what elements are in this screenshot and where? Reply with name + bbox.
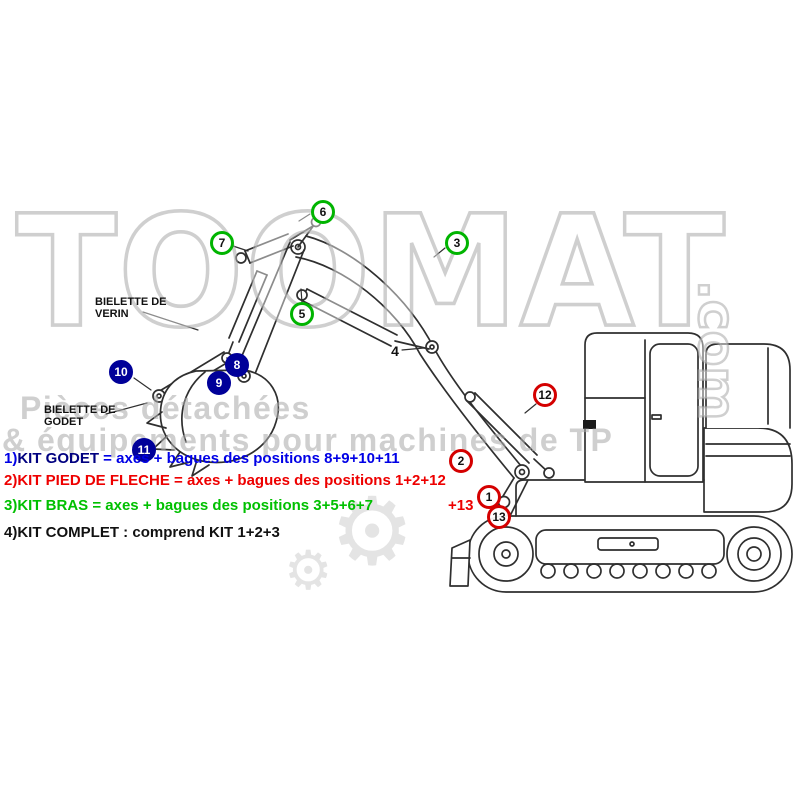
callout-biellette-godet: BIELETTE DE GODET	[44, 404, 116, 428]
callout-biellette-verin: BIELETTE DE VERIN	[95, 296, 167, 320]
position-marker-6: 6	[311, 200, 335, 224]
legend-label: KIT BRAS	[17, 497, 89, 514]
boom	[290, 235, 530, 515]
legend-prefix: 2)	[4, 472, 18, 489]
undercarriage-tracks	[467, 515, 793, 593]
legend-label: KIT COMPLET	[17, 524, 120, 541]
legend-rest: = axes + bagues des positions 1+2+12	[169, 472, 446, 489]
position-marker-1: 1	[477, 485, 501, 509]
legend-prefix: 4)	[4, 524, 18, 541]
position-marker-8: 8	[225, 353, 249, 377]
legend-kit-pied-de-fleche: 2)KIT PIED DE FLECHE = axes + bagues des…	[4, 472, 446, 489]
legend-label: KIT GODET	[17, 450, 100, 467]
upper-body	[515, 343, 793, 517]
legend-prefix: 1)	[4, 450, 18, 467]
legend-kit-bras: 3)KIT BRAS = axes + bagues des positions…	[4, 497, 373, 514]
position-marker-11: 11	[132, 438, 156, 462]
position-marker-3: 3	[445, 231, 469, 255]
legend-rest: = axes + bagues des positions 8+9+10+11	[99, 450, 400, 467]
position-marker-10: 10	[109, 360, 133, 384]
dozer-blade	[449, 539, 471, 587]
bucket	[146, 369, 280, 477]
callout-line: GODET	[44, 416, 84, 428]
position-marker-5: 5	[290, 302, 314, 326]
legend-kit-complet: 4)KIT COMPLET : comprend KIT 1+2+3	[4, 524, 280, 541]
position-marker-13: 13	[487, 505, 511, 529]
callout-line: BIELETTE DE	[44, 404, 116, 416]
legend-rest: = axes + bagues des positions 3+5+6+7	[88, 497, 373, 514]
callout-line: BIELETTE DE	[95, 296, 167, 308]
legend-prefix: 3)	[4, 497, 18, 514]
legend-rest: : comprend KIT 1+2+3	[119, 524, 280, 541]
position-marker-2: 2	[449, 449, 473, 473]
cylinders	[221, 225, 555, 479]
leader-lines	[105, 213, 537, 415]
legend-label: KIT PIED DE FLECHE	[17, 472, 170, 489]
legend-overflow-note: +13	[448, 497, 474, 514]
position-marker-4: 4	[391, 343, 399, 359]
legend-kit-godet: 1)KIT GODET = axes + bagues des position…	[4, 450, 400, 467]
kit-legend: 1)KIT GODET = axes + bagues des position…	[4, 450, 544, 560]
position-marker-7: 7	[210, 231, 234, 255]
callout-line: VERIN	[95, 308, 129, 320]
position-marker-12: 12	[533, 383, 557, 407]
position-marker-9: 9	[207, 371, 231, 395]
cab	[583, 332, 704, 483]
